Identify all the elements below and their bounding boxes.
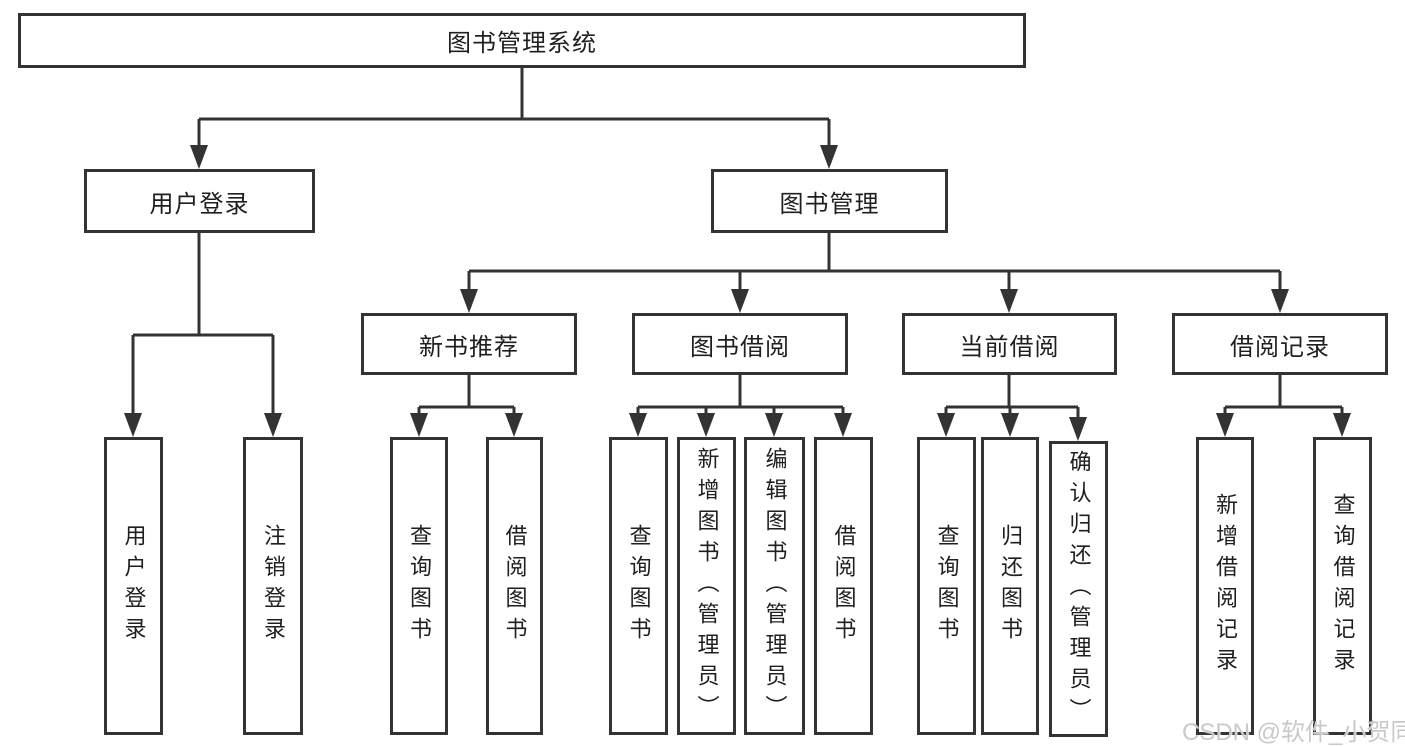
leaf-query-book-label: 查询图书 <box>407 524 432 648</box>
node-book-borrow-label: 图书借阅 <box>690 333 790 361</box>
leaf-confirm-return-admin: 确认归还（管理员） <box>1049 441 1108 737</box>
leaf-query-book: 查询图书 <box>917 437 976 735</box>
leaf-query-book: 查询图书 <box>609 437 668 735</box>
leaf-query-book-label: 查询图书 <box>626 524 652 648</box>
watermark-text: CSDN @软件_小贺同学 <box>1182 719 1405 746</box>
leaf-query-book-label: 查询图书 <box>934 524 960 648</box>
leaf-query-borrow-record-label: 查询借阅记录 <box>1330 493 1356 679</box>
node-book-borrow: 图书借阅 <box>632 313 848 375</box>
leaf-logout: 注销登录 <box>243 437 303 735</box>
leaf-borrow-book: 借阅图书 <box>486 437 543 735</box>
node-current-borrow: 当前借阅 <box>902 313 1117 375</box>
leaf-user-login: 用户登录 <box>104 437 163 735</box>
leaf-edit-book-admin-label: 编辑图书（管理员） <box>762 446 788 726</box>
node-new-book-recommend: 新书推荐 <box>361 313 577 375</box>
leaf-query-book: 查询图书 <box>390 437 448 735</box>
leaf-borrow-book-label: 借阅图书 <box>502 524 528 648</box>
node-borrow-records: 借阅记录 <box>1172 313 1388 375</box>
leaf-logout-label: 注销登录 <box>261 524 286 648</box>
leaf-borrow-book-label: 借阅图书 <box>831 524 857 648</box>
node-root-label: 图书管理系统 <box>447 30 597 57</box>
leaf-user-login-label: 用户登录 <box>121 524 147 648</box>
leaf-add-book-admin-label: 新增图书（管理员） <box>694 446 720 726</box>
leaf-borrow-book: 借阅图书 <box>814 437 873 735</box>
leaf-add-borrow-record-label: 新增借阅记录 <box>1213 493 1238 679</box>
leaf-return-book: 归还图书 <box>981 437 1039 735</box>
node-current-borrow-label: 当前借阅 <box>959 333 1060 361</box>
node-root: 图书管理系统 <box>18 13 1026 68</box>
leaf-query-borrow-record: 查询借阅记录 <box>1313 437 1372 735</box>
leaf-return-book-label: 归还图书 <box>998 524 1023 648</box>
node-borrow-records-label: 借阅记录 <box>1230 333 1330 361</box>
node-user-login: 用户登录 <box>84 169 315 233</box>
node-book-management-label: 图书管理 <box>779 190 880 218</box>
node-book-management: 图书管理 <box>711 169 948 233</box>
leaf-add-borrow-record: 新增借阅记录 <box>1196 437 1254 735</box>
leaf-edit-book-admin: 编辑图书（管理员） <box>744 437 805 735</box>
node-new-book-recommend-label: 新书推荐 <box>419 333 519 361</box>
leaf-confirm-return-admin-label: 确认归还（管理员） <box>1066 449 1092 729</box>
node-user-login-label: 用户登录 <box>149 190 250 218</box>
leaf-add-book-admin: 新增图书（管理员） <box>677 437 736 735</box>
